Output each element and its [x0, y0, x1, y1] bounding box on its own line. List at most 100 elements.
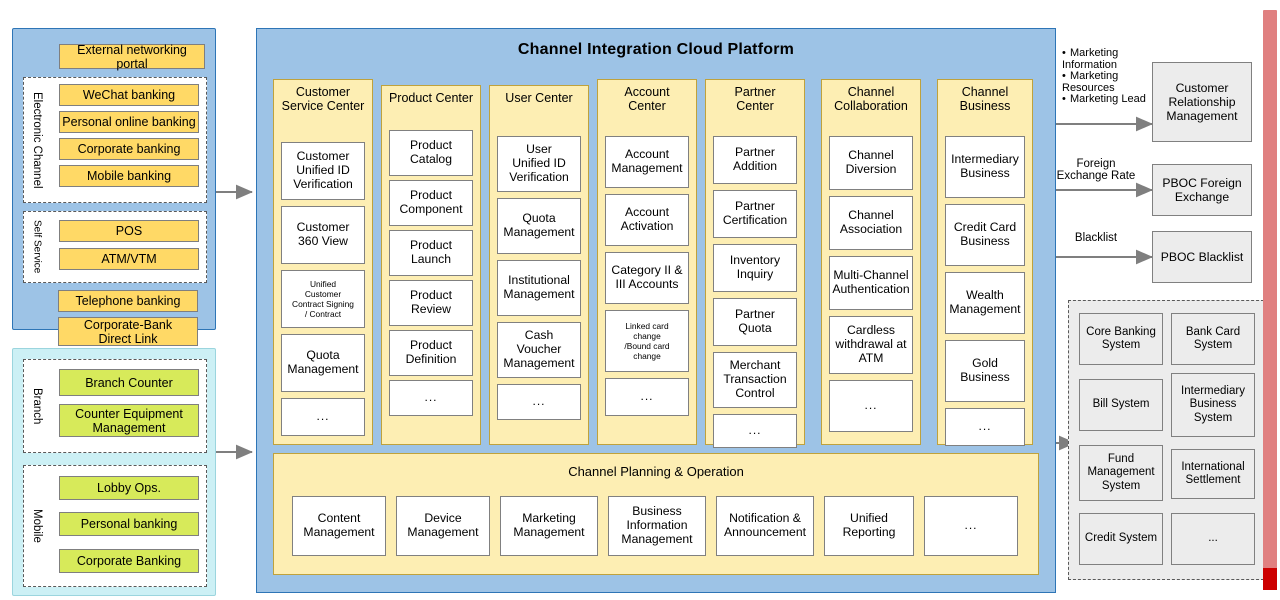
cell-partner-addition[interactable]: Partner Addition — [713, 136, 797, 184]
system-bank-card-system[interactable]: Bank Card System — [1171, 313, 1255, 365]
cell-cardless-withdrawal-at-atm[interactable]: Cardless withdrawal at ATM — [829, 316, 913, 374]
cell-institutional-management[interactable]: Institutional Management — [497, 260, 581, 316]
arrow-label-foreign-exchange-rate: Foreign Exchange Rate — [1056, 158, 1136, 183]
system-intermediary-business-system[interactable]: Intermediary Business System — [1171, 373, 1255, 437]
chip-corporate-bank-direct-link[interactable]: Corporate-Bank Direct Link — [58, 317, 198, 346]
column-title: User Center — [505, 91, 573, 105]
chip-external-networking-portal[interactable]: External networking portal — [59, 43, 205, 71]
cell-customer-unified-id-verification[interactable]: Customer Unified ID Verification — [281, 142, 365, 200]
system-fund-management-system[interactable]: Fund Management System — [1079, 445, 1163, 501]
cell-credit-card-business[interactable]: Credit Card Business — [945, 204, 1025, 266]
chip-personal-online-banking[interactable]: Personal online banking — [59, 111, 199, 133]
channel-planning-operation-band: Channel Planning & Operation Content Man… — [273, 453, 1039, 575]
chip-branch-counter[interactable]: Branch Counter — [59, 369, 199, 396]
cell-quota-management[interactable]: Quota Management — [497, 198, 581, 254]
chip-pos[interactable]: POS — [59, 220, 199, 242]
cell-partner-quota[interactable]: Partner Quota — [713, 298, 797, 346]
cell-account-activation[interactable]: Account Activation — [605, 194, 689, 246]
planning-cell-business-information-management[interactable]: Business Information Management — [608, 496, 706, 556]
group-mobile: Mobile Lobby Ops. Personal banking Corpo… — [23, 465, 207, 587]
group-label-electronic-channel: Electronic Channel — [31, 91, 43, 189]
cell-more[interactable]: ... — [605, 378, 689, 416]
system-bill-system[interactable]: Bill System — [1079, 379, 1163, 431]
cell-more[interactable]: ... — [713, 414, 797, 448]
cell-more[interactable]: ... — [497, 384, 581, 420]
column-title: Customer Service Center — [281, 85, 365, 114]
cell-product-component[interactable]: Product Component — [389, 180, 473, 226]
scrollbar-thumb[interactable] — [1263, 568, 1277, 590]
chip-corporate-banking[interactable]: Corporate banking — [59, 138, 199, 160]
group-label-mobile: Mobile — [31, 509, 43, 543]
cell-cash-voucher-management[interactable]: Cash Voucher Management — [497, 322, 581, 378]
column-title: Product Center — [388, 91, 474, 105]
planning-cell-notification-announcement[interactable]: Notification & Announcement — [716, 496, 814, 556]
cell-channel-diversion[interactable]: Channel Diversion — [829, 136, 913, 190]
column-title: Channel Business — [959, 85, 1011, 114]
chip-counter-equipment-management[interactable]: Counter Equipment Management — [59, 404, 199, 437]
cell-category-ii-iii-accounts[interactable]: Category II & III Accounts — [605, 252, 689, 304]
external-customer-relationship-management[interactable]: Customer Relationship Management — [1152, 62, 1252, 142]
channel-integration-cloud-platform: Channel Integration Cloud Platform Custo… — [256, 28, 1056, 593]
planning-cell-marketing-management[interactable]: Marketing Management — [500, 496, 598, 556]
cell-unified-customer-contract-signing-contract[interactable]: Unified Customer Contract Signing / Cont… — [281, 270, 365, 328]
cell-linked-card-change-bound-card-change[interactable]: Linked card change /Bound card change — [605, 310, 689, 372]
column-title: Partner Center — [734, 85, 776, 114]
cell-partner-certification[interactable]: Partner Certification — [713, 190, 797, 238]
cell-more[interactable]: ... — [389, 380, 473, 416]
scrollbar[interactable] — [1263, 10, 1277, 590]
cell-quota-management[interactable]: Quota Management — [281, 334, 365, 392]
external-pboc-foreign-exchange[interactable]: PBOC Foreign Exchange — [1152, 164, 1252, 216]
cell-account-management[interactable]: Account Management — [605, 136, 689, 188]
chip-corporate-banking-mobile[interactable]: Corporate Banking — [59, 549, 199, 573]
chip-atm-vtm[interactable]: ATM/VTM — [59, 248, 199, 270]
cell-product-definition[interactable]: Product Definition — [389, 330, 473, 376]
group-self-service: Self Service POS ATM/VTM — [23, 211, 207, 283]
electronic-channel-panel: External networking portal Electronic Ch… — [12, 28, 216, 346]
cell-product-review[interactable]: Product Review — [389, 280, 473, 326]
planning-cell-unified-reporting[interactable]: Unified Reporting — [824, 496, 914, 556]
system-more[interactable]: ... — [1171, 513, 1255, 565]
cell-inventory-inquiry[interactable]: Inventory Inquiry — [713, 244, 797, 292]
system-credit-system[interactable]: Credit System — [1079, 513, 1163, 565]
cell-product-launch[interactable]: Product Launch — [389, 230, 473, 276]
cell-merchant-transaction-control[interactable]: Merchant Transaction Control — [713, 352, 797, 408]
cell-more[interactable]: ... — [829, 380, 913, 432]
cell-wealth-management[interactable]: Wealth Management — [945, 272, 1025, 334]
bullet-dot-icon: • — [1062, 93, 1066, 106]
planning-cell-device-management[interactable]: Device Management — [396, 496, 490, 556]
cell-intermediary-business[interactable]: Intermediary Business — [945, 136, 1025, 198]
bullet-marketing-resources: Marketing Resources — [1062, 70, 1119, 94]
group-label-branch: Branch — [31, 387, 43, 425]
cell-multi-channel-authentication[interactable]: Multi-Channel Authentication — [829, 256, 913, 310]
chip-lobby-ops[interactable]: Lobby Ops. — [59, 476, 199, 500]
cell-user-unified-id-verification[interactable]: User Unified ID Verification — [497, 136, 581, 192]
planning-cell-more[interactable]: ... — [924, 496, 1018, 556]
chip-mobile-banking[interactable]: Mobile banking — [59, 165, 199, 187]
cell-channel-association[interactable]: Channel Association — [829, 196, 913, 250]
cell-gold-business[interactable]: Gold Business — [945, 340, 1025, 402]
external-pboc-blacklist[interactable]: PBOC Blacklist — [1152, 231, 1252, 283]
cell-more[interactable]: ... — [281, 398, 365, 436]
cell-more[interactable]: ... — [945, 408, 1025, 446]
chip-personal-banking[interactable]: Personal banking — [59, 512, 199, 536]
arrow-label-blacklist: Blacklist — [1074, 232, 1118, 244]
system-core-banking-system[interactable]: Core Banking System — [1079, 313, 1163, 365]
bullet-dot-icon: • — [1062, 70, 1066, 83]
cell-customer-360-view[interactable]: Customer 360 View — [281, 206, 365, 264]
system-international-settlement[interactable]: International Settlement — [1171, 449, 1255, 499]
cell-product-catalog[interactable]: Product Catalog — [389, 130, 473, 176]
chip-wechat-banking[interactable]: WeChat banking — [59, 84, 199, 106]
chip-telephone-banking[interactable]: Telephone banking — [58, 290, 198, 312]
branch-mobile-panel: Branch Branch Counter Counter Equipment … — [12, 348, 216, 596]
planning-cell-content-management[interactable]: Content Management — [292, 496, 386, 556]
